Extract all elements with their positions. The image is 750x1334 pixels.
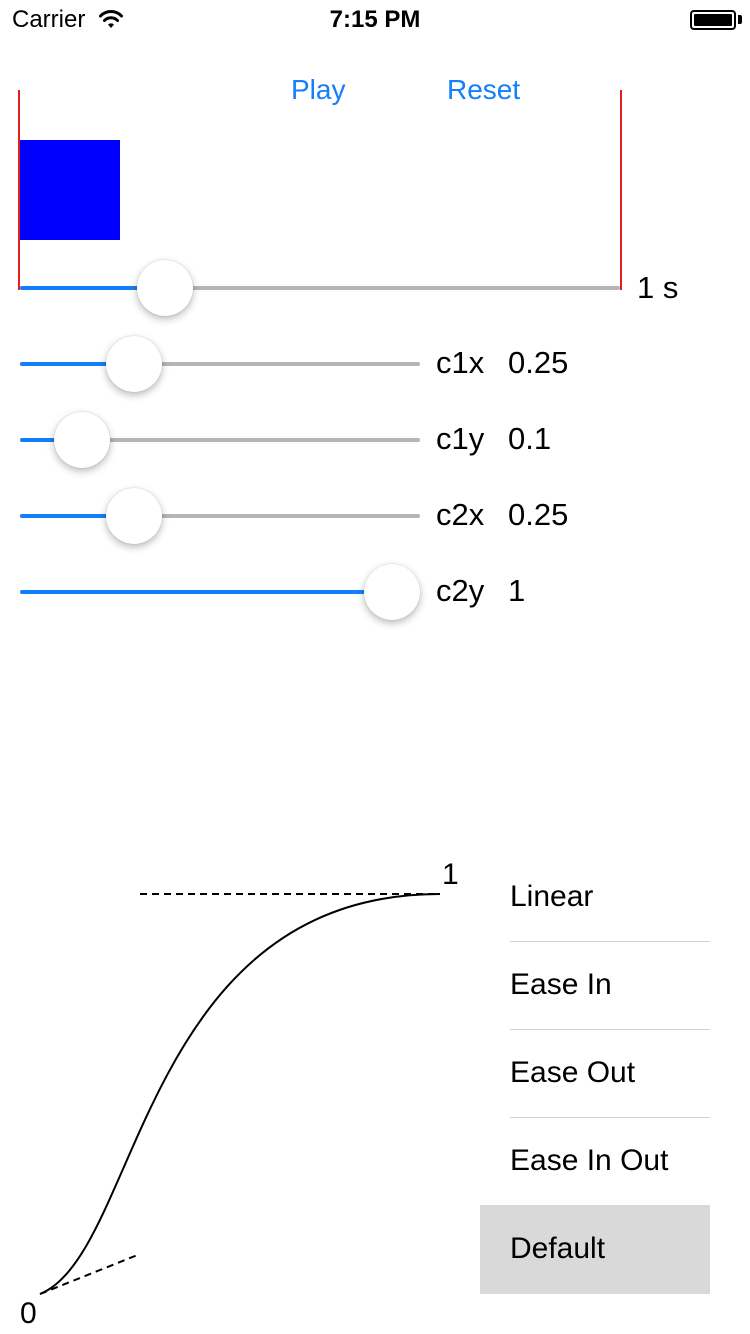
c1x-slider[interactable] — [20, 336, 420, 392]
slider-fill — [20, 286, 165, 290]
slider-fill — [20, 438, 83, 442]
c2x-slider[interactable] — [20, 488, 420, 544]
carrier-label: Carrier — [12, 6, 86, 33]
start-boundary-line — [18, 90, 20, 290]
slider-thumb[interactable] — [136, 260, 193, 316]
c1y-label: c1y — [436, 421, 485, 456]
timing-curve — [39, 893, 441, 1295]
timing-option-ease-in[interactable]: Ease In — [510, 968, 612, 1001]
c1x-value: 0.25 — [508, 345, 569, 380]
reset-button[interactable]: Reset — [447, 74, 521, 105]
timing-option-ease-out[interactable]: Ease Out — [510, 1056, 636, 1089]
end-boundary-line — [620, 90, 622, 290]
row-divider — [510, 1117, 710, 1118]
c1y-value: 0.1 — [508, 421, 552, 456]
c1x-label: c1x — [436, 345, 485, 380]
status-bar: Carrier 7:15 PM — [0, 0, 750, 40]
clock: 7:15 PM — [329, 6, 421, 33]
curve-end-label: 1 — [442, 858, 459, 891]
row-divider — [510, 1029, 710, 1030]
control-handle-1 — [39, 1253, 141, 1295]
slider-fill — [20, 514, 134, 518]
slider-thumb[interactable] — [106, 488, 162, 544]
slider-track — [20, 438, 420, 442]
slider-fill — [20, 362, 134, 366]
slider-thumb[interactable] — [54, 412, 111, 468]
timing-option-default[interactable]: Default — [510, 1232, 606, 1265]
slider-track — [20, 514, 420, 518]
slider-track — [20, 286, 620, 290]
bezier-curve-graph — [39, 893, 441, 1295]
duration-value: 1 s — [637, 270, 679, 305]
timing-option-ease-in-out[interactable]: Ease In Out — [510, 1144, 669, 1177]
c1y-slider[interactable] — [20, 412, 420, 468]
slider-fill — [20, 590, 392, 594]
c2x-label: c2x — [436, 497, 485, 532]
duration-slider[interactable] — [20, 260, 620, 316]
timing-option-linear[interactable]: Linear — [510, 880, 594, 913]
c2x-value: 0.25 — [508, 497, 569, 532]
curve-origin-label: 0 — [20, 1297, 37, 1330]
battery-icon — [690, 10, 736, 30]
wifi-icon — [99, 10, 123, 28]
battery-cap — [738, 15, 742, 24]
slider-thumb[interactable] — [106, 336, 162, 392]
slider-track — [20, 362, 420, 366]
play-button[interactable]: Play — [291, 74, 346, 105]
row-divider — [510, 941, 710, 942]
c2y-slider[interactable] — [20, 564, 420, 620]
selected-row-highlight — [480, 1205, 710, 1294]
slider-thumb[interactable] — [364, 564, 420, 620]
c2y-label: c2y — [436, 573, 485, 608]
animated-square — [20, 140, 120, 240]
c2y-value: 1 — [508, 573, 526, 608]
